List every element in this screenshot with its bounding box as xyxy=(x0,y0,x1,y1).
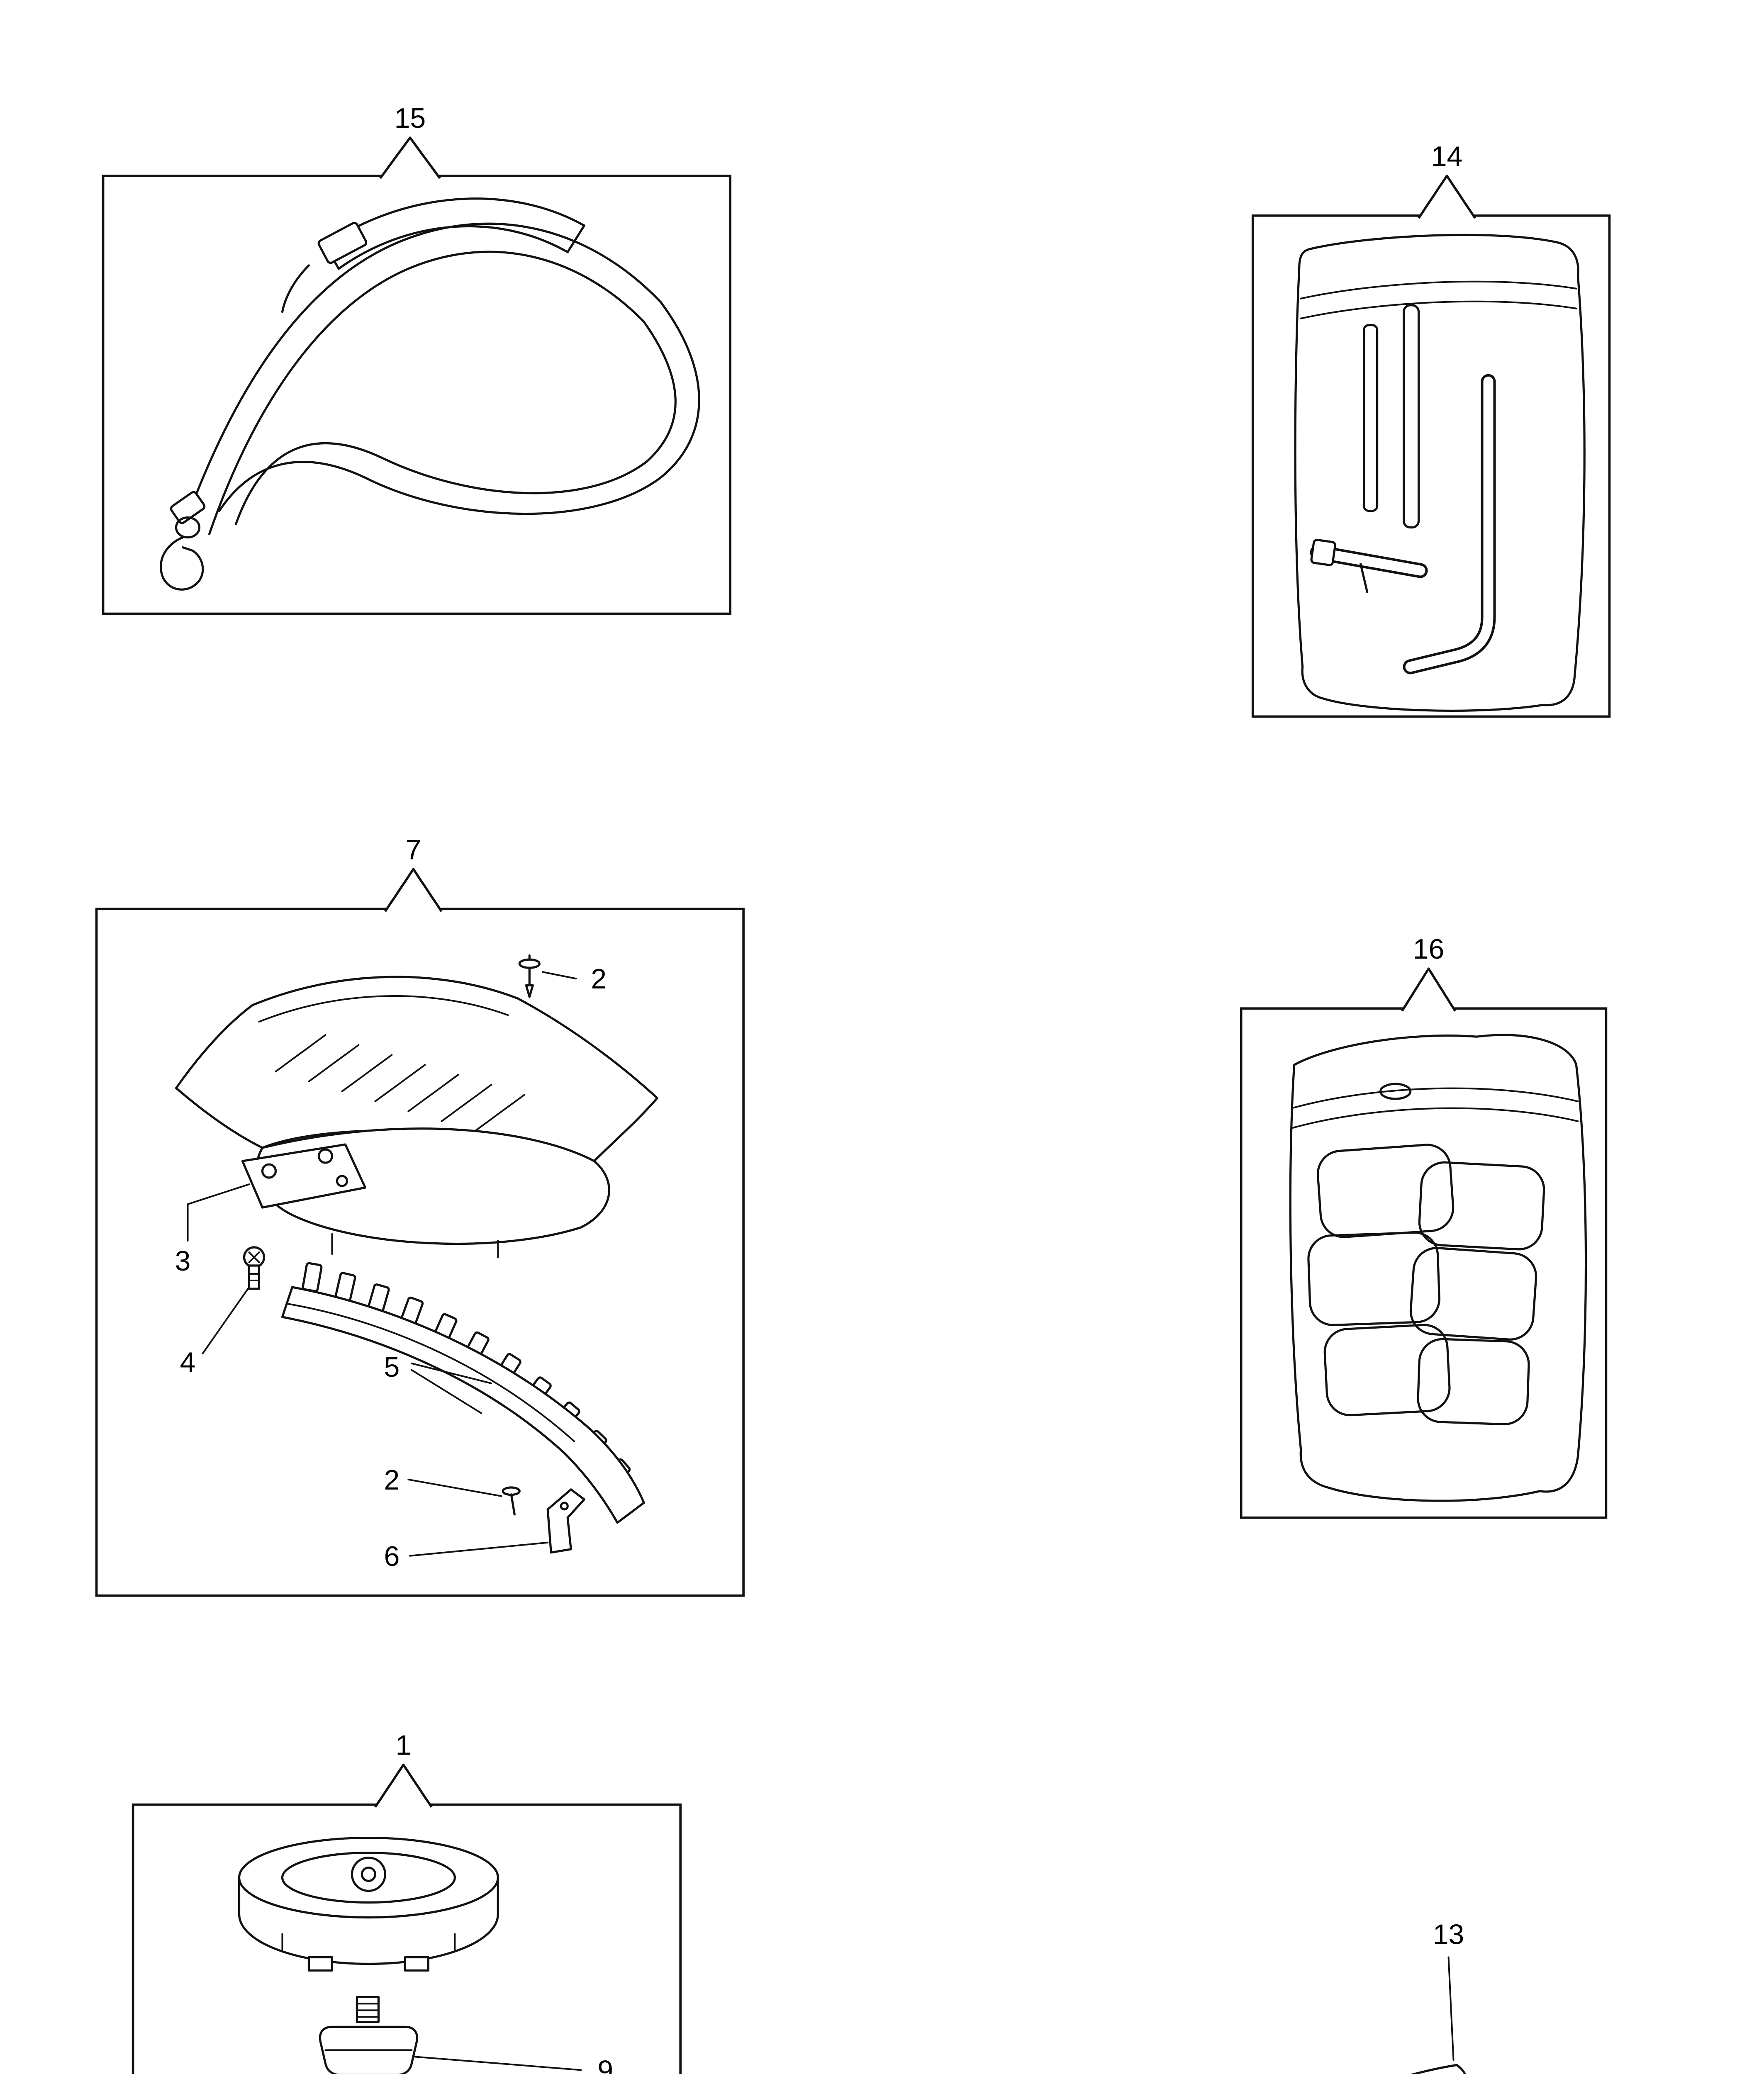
leader-line-3 xyxy=(187,1183,250,1242)
bump-knob-illustration xyxy=(319,1996,418,2074)
tool-kit-illustration xyxy=(1294,234,1586,712)
hex-key-icon xyxy=(1403,374,1496,674)
panel-tool-kit: 14 xyxy=(1251,141,1611,718)
leader-line-2a xyxy=(542,971,577,980)
leader-line-4 xyxy=(202,1286,250,1354)
leader-line-13 xyxy=(1447,1956,1455,2061)
panel-pointer-14 xyxy=(1418,175,1476,219)
tool-rod xyxy=(1363,324,1379,512)
leader-line-2b xyxy=(407,1478,502,1497)
bolt-illustration xyxy=(243,1246,266,1290)
accessory-bag-illustration xyxy=(1289,1034,1587,1502)
screw-illustration-top xyxy=(518,954,541,998)
leader-line-5 xyxy=(411,1362,492,1414)
panel-border-15 xyxy=(102,175,731,615)
tool-rod-long xyxy=(1402,304,1420,529)
bag-hang-hole xyxy=(1379,1083,1412,1100)
callout-label-15: 15 xyxy=(395,102,426,134)
callout-label-7: 7 xyxy=(405,834,421,865)
callout-label-5: 5 xyxy=(384,1351,400,1383)
head-cap-illustration xyxy=(238,1836,499,1972)
mounting-plate-illustration xyxy=(241,1143,367,1209)
panel-guard: 7 2 3 xyxy=(95,834,745,1597)
panel-pointer-16 xyxy=(1401,967,1456,1012)
callout-label-13: 13 xyxy=(1433,1918,1464,1950)
toothed-strip-illustration xyxy=(281,1262,645,1524)
callout-label-3: 3 xyxy=(175,1245,191,1277)
t-wrench-icon xyxy=(1310,538,1428,594)
callout-label-1: 1 xyxy=(395,1730,411,1761)
callout-label-6: 6 xyxy=(384,1541,400,1572)
blade-illustration xyxy=(1410,2064,1466,2074)
panel-border-14 xyxy=(1251,214,1611,718)
guard-cover-illustration xyxy=(175,976,658,1259)
harness-illustration xyxy=(160,197,700,591)
panel-border-16 xyxy=(1240,1007,1608,1519)
callout-label-4: 4 xyxy=(180,1346,196,1378)
panel-pointer-15 xyxy=(379,136,441,179)
panel-pointer-1 xyxy=(374,1763,433,1808)
leader-line-9 xyxy=(414,2056,582,2071)
callout-label-2b: 2 xyxy=(384,1464,400,1496)
panel-harness: 15 xyxy=(102,102,731,615)
callout-label-14: 14 xyxy=(1431,141,1463,172)
leader-line-6 xyxy=(409,1541,549,1557)
harness-buckle xyxy=(317,222,368,264)
panel-pointer-7 xyxy=(384,868,443,912)
panel-accessory-bag: 16 xyxy=(1240,933,1608,1519)
callout-label-2a: 2 xyxy=(591,963,607,995)
blade-item: 13 xyxy=(1410,1918,1466,2074)
harness-hook xyxy=(160,491,206,591)
panel-trimmer-head: 1 9 10 xyxy=(132,1730,682,2074)
screw-illustration-bottom xyxy=(502,1486,521,1516)
knife-illustration xyxy=(546,1488,585,1554)
callout-label-9: 9 xyxy=(597,2055,613,2074)
callout-label-16: 16 xyxy=(1413,933,1445,965)
